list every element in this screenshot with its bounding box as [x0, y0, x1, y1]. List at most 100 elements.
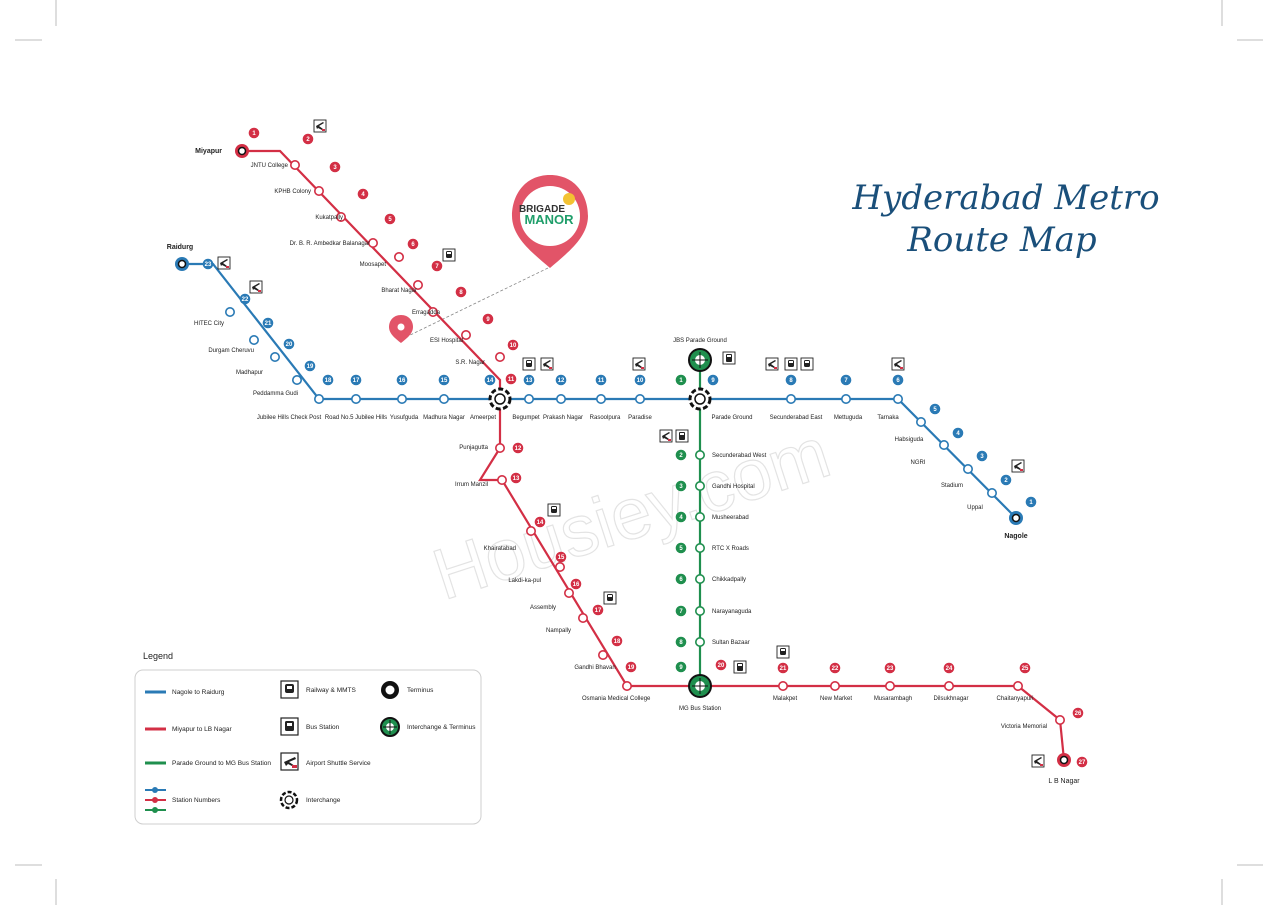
station-marker: [829, 680, 840, 691]
station-label-yusufguda: Yusufguda: [390, 415, 419, 421]
station-label-begumpet: Begumpet: [512, 415, 540, 421]
legend-airport-shuttle: Airport Shuttle Service: [306, 760, 371, 767]
station-number: 2: [306, 137, 310, 143]
brand-dot-icon: [563, 193, 575, 205]
bus-station-icon: [675, 429, 689, 443]
station-label-paradise: Paradise: [628, 415, 652, 421]
railway-icon: [547, 503, 561, 517]
station-number-badge: [202, 258, 214, 270]
station-number: 19: [628, 665, 635, 671]
station-number: 10: [637, 378, 644, 384]
station-number-badge: [512, 442, 524, 454]
station-number-badge: [785, 374, 797, 386]
station-label-habsiguda: Habsiguda: [895, 437, 924, 443]
station-number-badge: [384, 213, 396, 225]
brand-name-line1: BRIGADE: [519, 204, 565, 215]
station-number-badge: [675, 605, 687, 617]
legend-railway: Railway & MMTS: [306, 687, 357, 694]
station-number: 5: [388, 217, 392, 223]
station-number: 15: [441, 378, 448, 384]
station-number-badge: [675, 374, 687, 386]
station-number-badge: [976, 450, 988, 462]
station-marker: [938, 439, 949, 450]
station-number: 14: [537, 520, 544, 526]
station-marker: [313, 186, 324, 197]
station-number-badge: [675, 661, 687, 673]
station-marker: [412, 279, 423, 290]
legend-blue-line: Nagole to Raidurg: [172, 689, 225, 696]
station-number-badge: [595, 374, 607, 386]
station-label-dilsukhnagar: Dilsukhnagar: [933, 696, 968, 702]
legend-red-line: Miyapur to LB Nagar: [172, 726, 232, 733]
station-marker: [525, 525, 536, 536]
station-label-esi-hospital: ESI Hospital: [430, 338, 463, 344]
station-number-badge: [675, 511, 687, 523]
station-number-badge: [248, 127, 260, 139]
station-label-musarambagh: Musarambagh: [874, 696, 912, 702]
railway-icon: [776, 645, 790, 659]
station-label-durgam-cheruvu: Durgam Cheruvu: [208, 348, 254, 354]
station-number: 3: [980, 454, 984, 460]
station-number-badge: [484, 374, 496, 386]
station-number-badge: [357, 188, 369, 200]
station-number-badge: [322, 374, 334, 386]
station-label-kphb-colony: KPHB Colony: [274, 189, 311, 195]
station-label-lakdi-ka-pul: Lakdi-ka-pul: [508, 578, 541, 584]
station-marker: [785, 393, 796, 404]
station-number: 17: [353, 378, 360, 384]
station-label-khairatabad: Khairatabad: [484, 546, 516, 552]
station-marker: [595, 393, 606, 404]
station-label-punjagutta: Punjagutta: [459, 445, 488, 451]
station-marker: [269, 351, 280, 362]
station-label-narayanaguda: Narayanaguda: [712, 609, 752, 615]
station-number-badge: [262, 317, 274, 329]
station-number-badge: [570, 578, 582, 590]
station-marker: [350, 393, 361, 404]
station-number: 7: [844, 378, 848, 384]
station-label-s-r-nagar: S.R. Nagar: [455, 360, 485, 366]
station-number: 21: [265, 321, 272, 327]
station-number-badge: [892, 374, 904, 386]
station-number: 4: [956, 431, 960, 437]
terminal-label-miyapur: Miyapur: [195, 148, 222, 155]
watermark: Housiey.com: [424, 413, 839, 616]
station-marker: [986, 487, 997, 498]
station-number: 12: [558, 378, 565, 384]
station-label-madhura-nagar: Madhura Nagar: [423, 415, 465, 421]
airport-shuttle-icon: [1011, 459, 1025, 473]
station-marker: [291, 374, 302, 385]
airport-shuttle-icon: [765, 357, 779, 371]
station-marker: [289, 160, 300, 171]
railway-icon: [280, 680, 299, 699]
station-marker: [563, 587, 574, 598]
station-number: 4: [679, 515, 683, 521]
station-label-gandhi-bhavan: Gandhi Bhavan: [574, 665, 615, 671]
station-number: 13: [513, 476, 520, 482]
station-number: 6: [411, 242, 415, 248]
station-number: 3: [333, 165, 337, 171]
station-number: 5: [933, 407, 937, 413]
station-marker: [393, 252, 404, 263]
legend-green-line: Parade Ground to MG Bus Station: [172, 760, 271, 767]
station-number-badge: [625, 661, 637, 673]
station-number: 15: [558, 555, 565, 561]
legend-bus-station: Bus Station: [306, 724, 340, 731]
station-number: 24: [946, 666, 953, 672]
station-label-rasoolpura: Rasoolpura: [590, 415, 621, 421]
station-number-badge: [1019, 662, 1031, 674]
station-label-tarnaka: Tarnaka: [877, 415, 899, 421]
station-marker: [915, 416, 926, 427]
station-number-badge: [555, 551, 567, 563]
terminal-label-jbs: JBS Parade Ground: [673, 338, 727, 344]
terminus-lb-nagar: L B Nagar: [1048, 753, 1080, 785]
station-marker: [555, 393, 566, 404]
station-number-badge: [510, 472, 522, 484]
station-number-badge: [1025, 496, 1037, 508]
station-number: 27: [1079, 760, 1086, 766]
station-number: 22: [832, 666, 839, 672]
station-number: 7: [679, 609, 683, 615]
station-marker: [1012, 680, 1023, 691]
